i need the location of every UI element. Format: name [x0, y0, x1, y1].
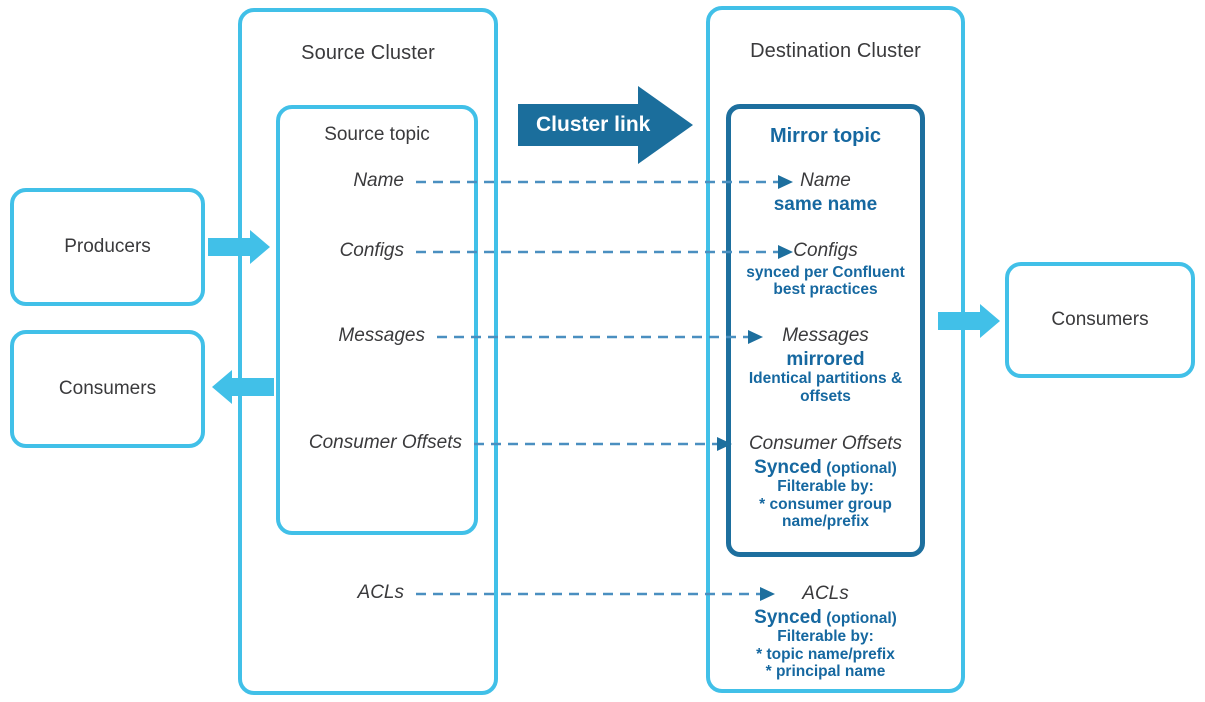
- consumers-right-box[interactable]: Consumers: [1005, 262, 1195, 378]
- dest-note-co-line-2: * consumer group: [759, 495, 892, 513]
- dest-attr-acls: ACLs: [802, 583, 849, 604]
- cluster-link-arrow[interactable]: Cluster link: [518, 86, 693, 164]
- dest-note-consumer-offsets: Synced (optional) Filterable by: * consu…: [712, 457, 939, 530]
- mirror-topic-box: [726, 104, 925, 557]
- cluster-link-shape: [518, 86, 693, 164]
- consumers-left-label: Consumers: [58, 378, 157, 399]
- dest-attr-configs: Configs: [793, 240, 858, 261]
- dest-note-name-line-0: same name: [773, 194, 878, 215]
- dest-note-acls-line-2: * topic name/prefix: [756, 645, 895, 663]
- consumer-return-arrow: [212, 370, 274, 404]
- source-topic-box: [276, 105, 478, 535]
- dest-note-co-bold: Synced: [754, 457, 822, 478]
- dest-note-acls-bold: Synced: [754, 607, 822, 628]
- source-attr-consumer-offsets: Consumer Offsets: [308, 432, 462, 453]
- source-cluster-title: Source Cluster: [301, 42, 435, 64]
- source-attr-messages: Messages: [338, 325, 425, 346]
- dest-note-acls-line-1: Filterable by:: [777, 628, 874, 646]
- producers-label: Producers: [64, 236, 151, 257]
- destination-cluster-title: Destination Cluster: [750, 40, 921, 62]
- dest-note-configs: synced per Confluent best practices: [712, 264, 939, 299]
- dest-note-configs-line-1: best practices: [773, 281, 878, 299]
- dest-note-acls: Synced (optional) Filterable by: * topic…: [712, 607, 939, 680]
- source-attr-acls: ACLs: [357, 582, 404, 603]
- cluster-link-label: Cluster link: [536, 113, 651, 136]
- dest-note-acls-line-3: * principal name: [765, 662, 886, 680]
- destination-cluster-box: [706, 6, 965, 693]
- consumers-left-box[interactable]: Consumers: [10, 330, 205, 448]
- dest-note-co-optional: (optional): [826, 460, 897, 477]
- dest-note-configs-line-0: synced per Confluent: [746, 264, 905, 281]
- dest-note-co-line-0: Synced (optional): [712, 457, 939, 478]
- producers-box[interactable]: Producers: [10, 188, 205, 306]
- dest-note-acls-line-0: Synced (optional): [712, 607, 939, 628]
- dest-attr-consumer-offsets: Consumer Offsets: [748, 433, 903, 454]
- dest-note-co-line-1: Filterable by:: [777, 478, 874, 496]
- dest-attr-name: Name: [800, 170, 851, 191]
- dest-note-messages-line-2: offsets: [800, 387, 851, 405]
- dest-note-co-line-3: name/prefix: [781, 512, 869, 530]
- consumers-right-label: Consumers: [1051, 309, 1149, 330]
- dest-note-messages: mirrored Identical partitions & offsets: [712, 349, 939, 405]
- source-topic-title: Source topic: [324, 124, 430, 145]
- source-attr-name: Name: [353, 170, 404, 191]
- dest-note-acls-optional: (optional): [826, 610, 897, 627]
- mirror-topic-title: Mirror topic: [769, 125, 882, 147]
- dest-note-messages-line-1: Identical partitions &: [748, 370, 903, 388]
- dest-attr-messages: Messages: [782, 325, 869, 346]
- destination-consumer-arrow: [938, 304, 1000, 338]
- producer-flow-arrow: [208, 230, 270, 264]
- source-attr-configs: Configs: [339, 240, 404, 261]
- source-cluster-box: [238, 8, 498, 695]
- dest-note-messages-line-0: mirrored: [786, 349, 865, 370]
- dest-note-name: same name: [726, 194, 925, 215]
